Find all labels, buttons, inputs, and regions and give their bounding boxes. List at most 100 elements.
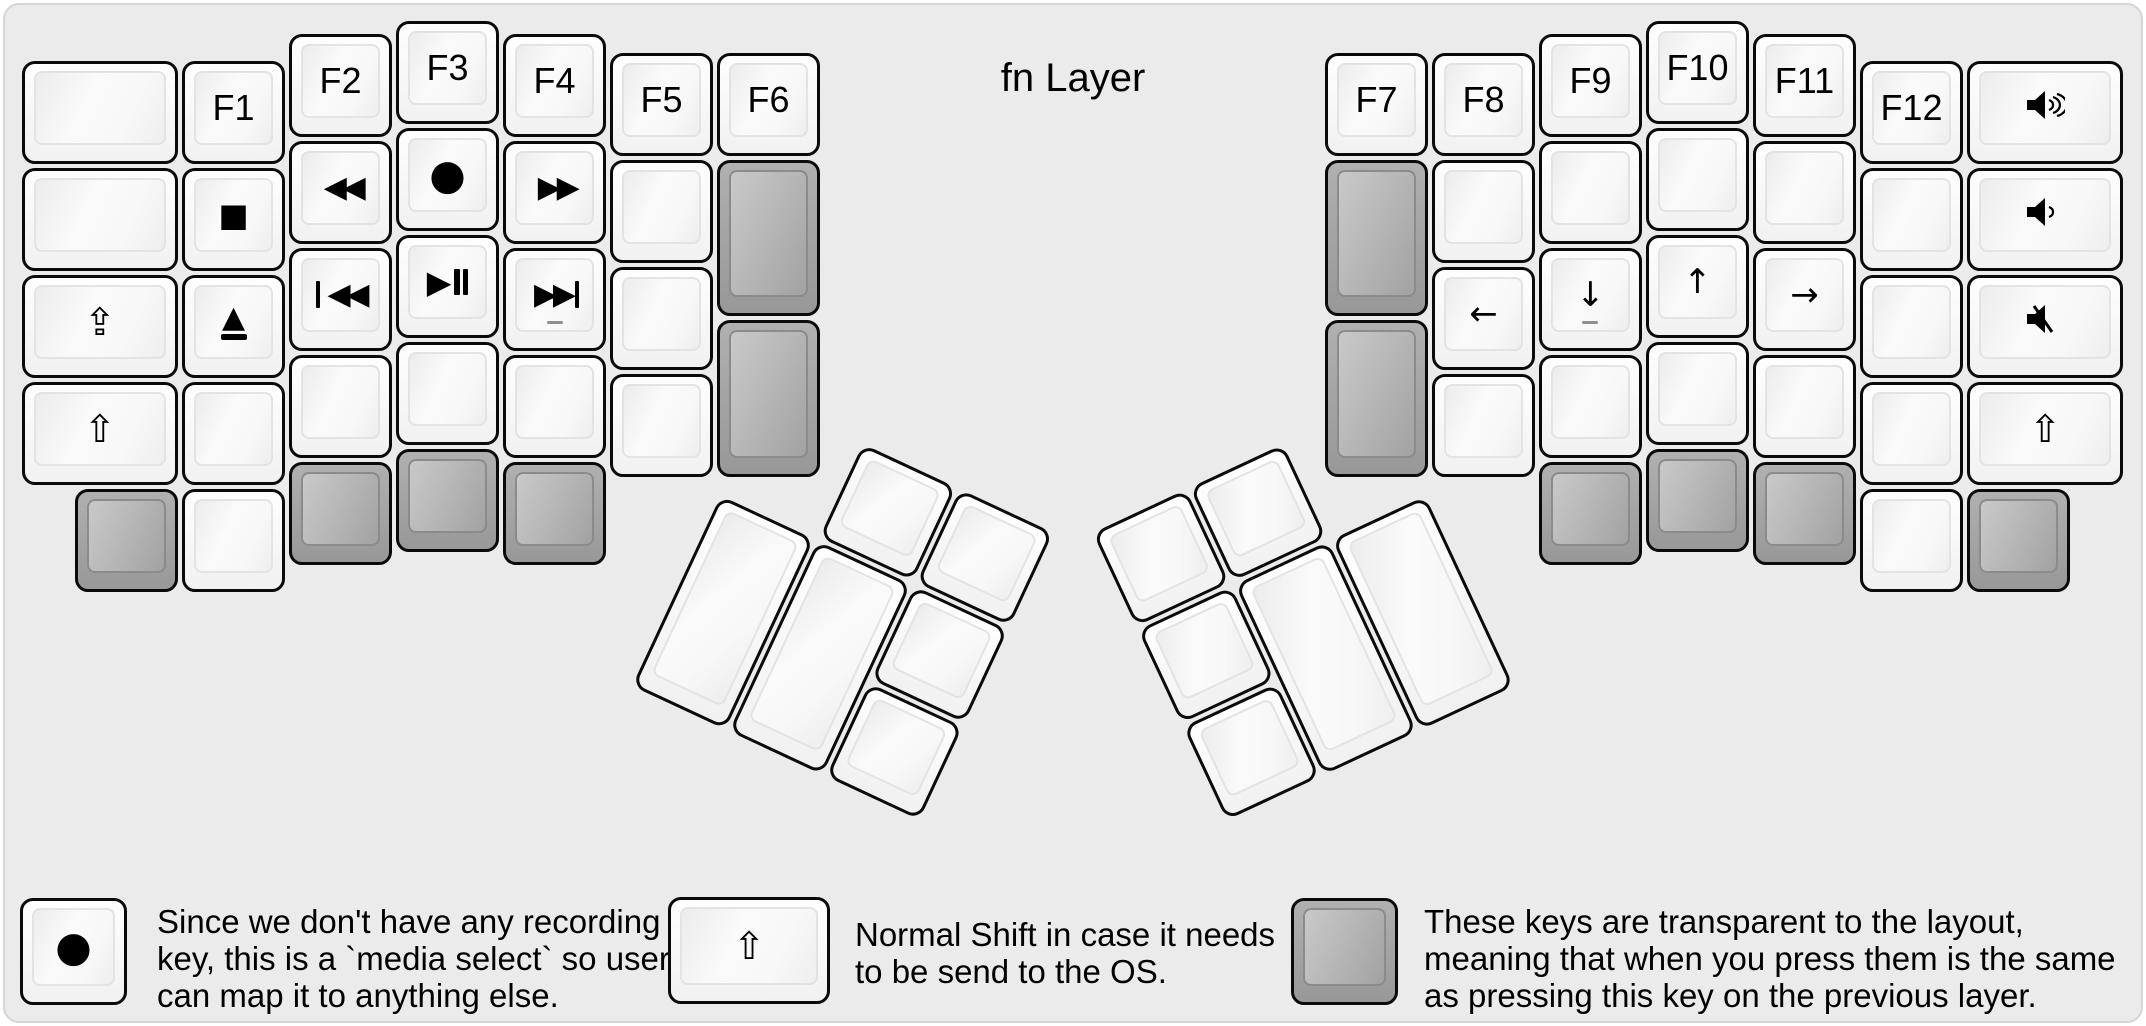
key-blank[interactable] — [1645, 341, 1749, 445]
key-transparent[interactable] — [1752, 461, 1856, 565]
key-transparent[interactable] — [1324, 320, 1428, 477]
key-stop[interactable]: ■ — [182, 167, 285, 271]
key-f11[interactable]: F11 — [1752, 33, 1856, 137]
key-shift-right[interactable]: ⇧ — [1966, 381, 2124, 485]
key-arrow-right[interactable]: → — [1752, 247, 1856, 351]
key-transparent[interactable] — [1324, 159, 1428, 317]
key-blank[interactable] — [610, 159, 713, 263]
key-blank[interactable] — [289, 354, 392, 458]
key-blank[interactable] — [21, 167, 178, 271]
key-f9[interactable]: F9 — [1538, 33, 1642, 137]
key-f6[interactable]: F6 — [717, 52, 820, 156]
shift-icon: ⇧ — [2029, 406, 2062, 451]
key-transparent[interactable] — [717, 159, 820, 317]
key-f10[interactable]: F10 — [1645, 20, 1749, 124]
key-transparent[interactable] — [503, 461, 606, 565]
key-arrow-left[interactable]: ← — [1431, 266, 1535, 370]
key-transparent[interactable] — [1966, 488, 2070, 592]
legend-key-transparent — [1291, 898, 1398, 1005]
key-blank[interactable] — [1538, 354, 1642, 458]
key-f5[interactable]: F5 — [610, 52, 713, 156]
key-blank[interactable] — [182, 488, 285, 592]
keytop — [844, 696, 948, 797]
key-blank[interactable] — [1859, 488, 1963, 592]
key-volume-up[interactable] — [1966, 60, 2124, 164]
key-f1[interactable]: F1 — [182, 60, 285, 164]
key-f7[interactable]: F7 — [1324, 52, 1428, 156]
key-label: F6 — [747, 78, 790, 120]
key-transparent[interactable] — [396, 448, 499, 552]
legend-line: as pressing this key on the previous lay… — [1424, 977, 2037, 1014]
keytop: F1 — [194, 70, 273, 145]
key-eject[interactable]: ▲ — [182, 274, 285, 378]
key-arrow-up[interactable]: ↑ — [1645, 234, 1749, 338]
key-blank[interactable] — [182, 381, 285, 485]
keytop — [838, 457, 941, 558]
keytop — [1443, 383, 1523, 458]
legend-line: Since we don't have any recording — [157, 903, 661, 940]
key-blank[interactable] — [610, 266, 713, 370]
key-blank[interactable] — [610, 373, 713, 477]
key-transparent[interactable] — [717, 320, 820, 477]
keytop — [1978, 70, 2112, 145]
keytop — [1764, 471, 1844, 546]
key-play-pause[interactable]: ▶ — [396, 234, 499, 338]
key-rewind[interactable]: ◀◀ — [289, 140, 392, 244]
key-volume-down[interactable] — [1966, 167, 2124, 271]
key-f12[interactable]: F12 — [1859, 60, 1963, 164]
keytop — [515, 364, 594, 439]
key-blank[interactable] — [396, 341, 499, 445]
keytop: F2 — [301, 43, 380, 118]
key-f8[interactable]: F8 — [1431, 52, 1535, 156]
key-skip-forward[interactable]: ▶▶ — [503, 247, 606, 351]
key-blank[interactable] — [1859, 167, 1963, 271]
key-shift-left[interactable]: ⇧ — [21, 381, 178, 485]
arrow-down-icon: ↓ — [1576, 274, 1605, 315]
keytop — [622, 383, 701, 458]
key-blank[interactable] — [1752, 354, 1856, 458]
keytop — [729, 169, 808, 298]
eject-icon: ▲ — [220, 302, 247, 340]
key-record[interactable]: ● — [396, 127, 499, 231]
keytop — [1978, 498, 2058, 573]
key-transparent[interactable] — [1645, 448, 1749, 552]
key-blank[interactable] — [503, 354, 606, 458]
keytop — [194, 391, 273, 466]
keytop: F3 — [408, 30, 487, 105]
keytop: ↓ — [1550, 257, 1630, 332]
key-blank[interactable] — [1859, 381, 1963, 485]
key-transparent[interactable] — [1538, 461, 1642, 565]
shift-icon: ⇧ — [83, 406, 116, 451]
keytop — [1978, 177, 2112, 252]
key-blank[interactable] — [1538, 140, 1642, 244]
keytop — [1336, 169, 1416, 298]
key-blank[interactable] — [21, 60, 178, 164]
keytop — [729, 330, 808, 458]
key-transparent[interactable] — [289, 461, 392, 565]
key-blank[interactable] — [1431, 159, 1535, 263]
key-blank[interactable] — [1431, 373, 1535, 477]
key-skip-back[interactable]: ◀◀ — [289, 247, 392, 351]
key-caps-lock[interactable]: ⇪ — [21, 274, 178, 378]
keytop — [1204, 458, 1307, 559]
keytop — [33, 177, 166, 252]
key-f3[interactable]: F3 — [396, 20, 499, 124]
keytop: ▲ — [194, 284, 273, 359]
key-blank[interactable] — [1859, 274, 1963, 378]
shift-icon: ⇧ — [733, 924, 765, 968]
key-blank[interactable] — [1645, 127, 1749, 231]
legend-line: meaning that when you press them is the … — [1424, 940, 2116, 977]
key-blank[interactable] — [1752, 140, 1856, 244]
key-f2[interactable]: F2 — [289, 33, 392, 137]
keytop: ● — [408, 137, 487, 212]
key-transparent[interactable] — [75, 488, 178, 592]
key-fast-forward[interactable]: ▶▶ — [503, 140, 606, 244]
keytop — [33, 70, 166, 145]
key-mute[interactable] — [1966, 274, 2124, 378]
keytop — [1550, 150, 1630, 225]
keytop — [622, 169, 701, 244]
key-arrow-down[interactable]: ↓ — [1538, 247, 1642, 351]
key-f4[interactable]: F4 — [503, 33, 606, 137]
keytop — [1657, 351, 1737, 426]
